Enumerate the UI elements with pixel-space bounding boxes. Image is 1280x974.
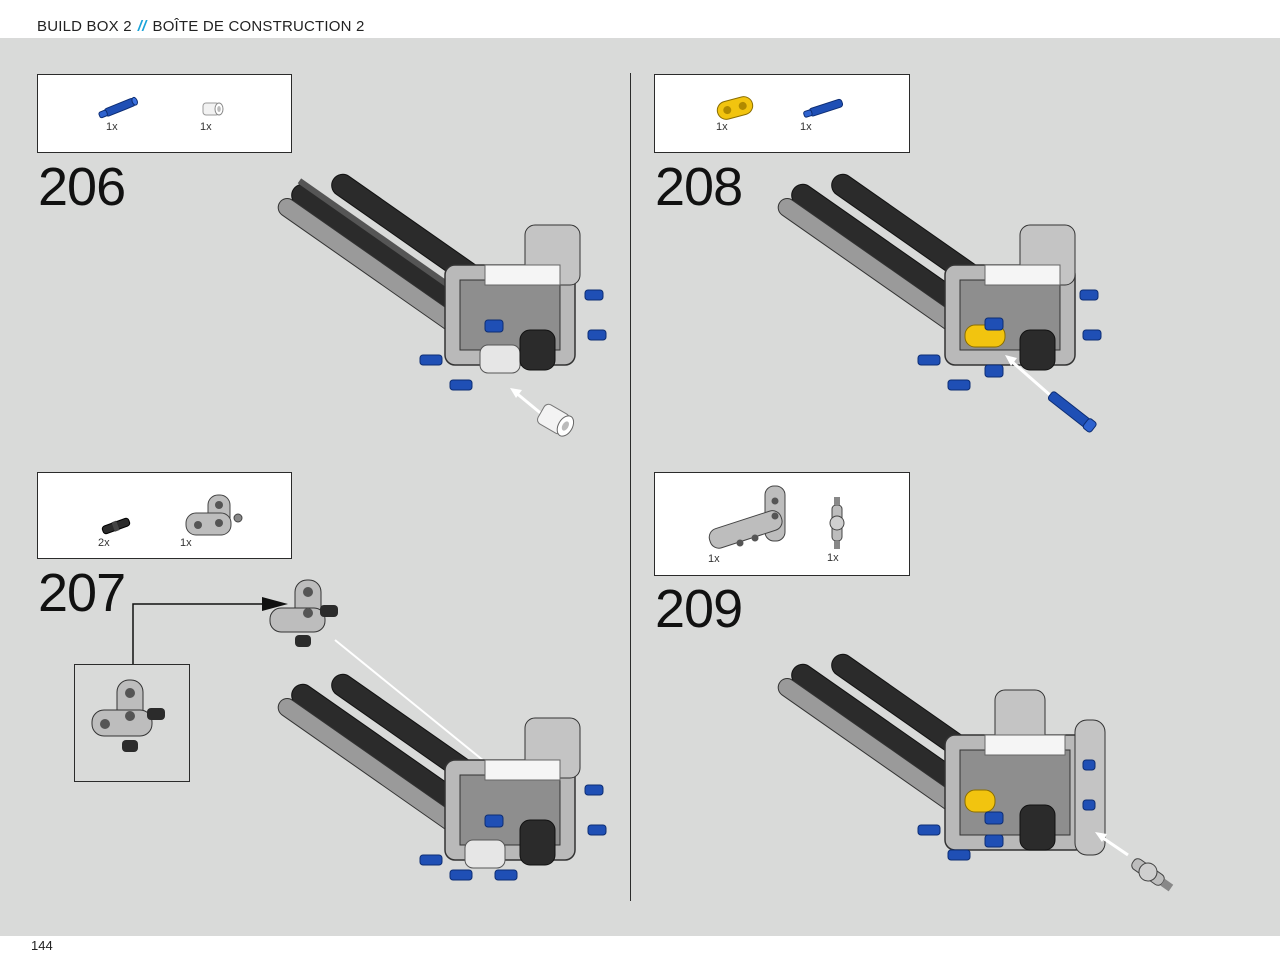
parts-list-207: 2x 1x bbox=[37, 472, 292, 559]
step-number-206: 206 bbox=[38, 157, 126, 217]
header-title-en: BUILD BOX 2 bbox=[37, 18, 132, 35]
callout-box bbox=[74, 664, 190, 782]
white-bush-icon bbox=[202, 102, 224, 116]
step-number-208: 208 bbox=[655, 157, 743, 217]
step-number-207: 207 bbox=[38, 563, 126, 623]
qty-label: 2x bbox=[98, 537, 110, 549]
parts-list-206: 1x 1x bbox=[37, 74, 292, 153]
qty-label: 1x bbox=[106, 121, 118, 133]
header-title-fr: BOÎTE DE CONSTRUCTION 2 bbox=[152, 18, 365, 35]
blue-pin-icon bbox=[803, 98, 844, 118]
qty-label: 1x bbox=[800, 121, 812, 133]
header-separator: // bbox=[137, 18, 147, 35]
grey-angle-beam-icon bbox=[708, 485, 786, 549]
black-pin-icon bbox=[101, 517, 131, 535]
grey-connector-icon bbox=[829, 497, 845, 549]
qty-label: 1x bbox=[716, 121, 728, 133]
parts-list-208: 1x 1x bbox=[654, 74, 910, 153]
parts-list-209: 1x 1x bbox=[654, 472, 910, 576]
qty-label: 1x bbox=[200, 121, 212, 133]
yellow-beam-icon bbox=[716, 96, 754, 120]
qty-label: 1x bbox=[827, 552, 839, 564]
qty-label: 1x bbox=[708, 553, 720, 565]
blue-pin-icon bbox=[98, 96, 138, 119]
page-number: 144 bbox=[31, 938, 53, 953]
step-number-209: 209 bbox=[655, 579, 743, 639]
grey-beam-icon bbox=[91, 679, 165, 752]
page-footer bbox=[0, 936, 1280, 974]
grey-beam-icon bbox=[185, 494, 243, 536]
header-title: BUILD BOX 2 // BOÎTE DE CONSTRUCTION 2 bbox=[37, 18, 365, 35]
page-header: BUILD BOX 2 // BOÎTE DE CONSTRUCTION 2 bbox=[0, 0, 1280, 38]
column-divider bbox=[630, 73, 631, 901]
qty-label: 1x bbox=[180, 537, 192, 549]
